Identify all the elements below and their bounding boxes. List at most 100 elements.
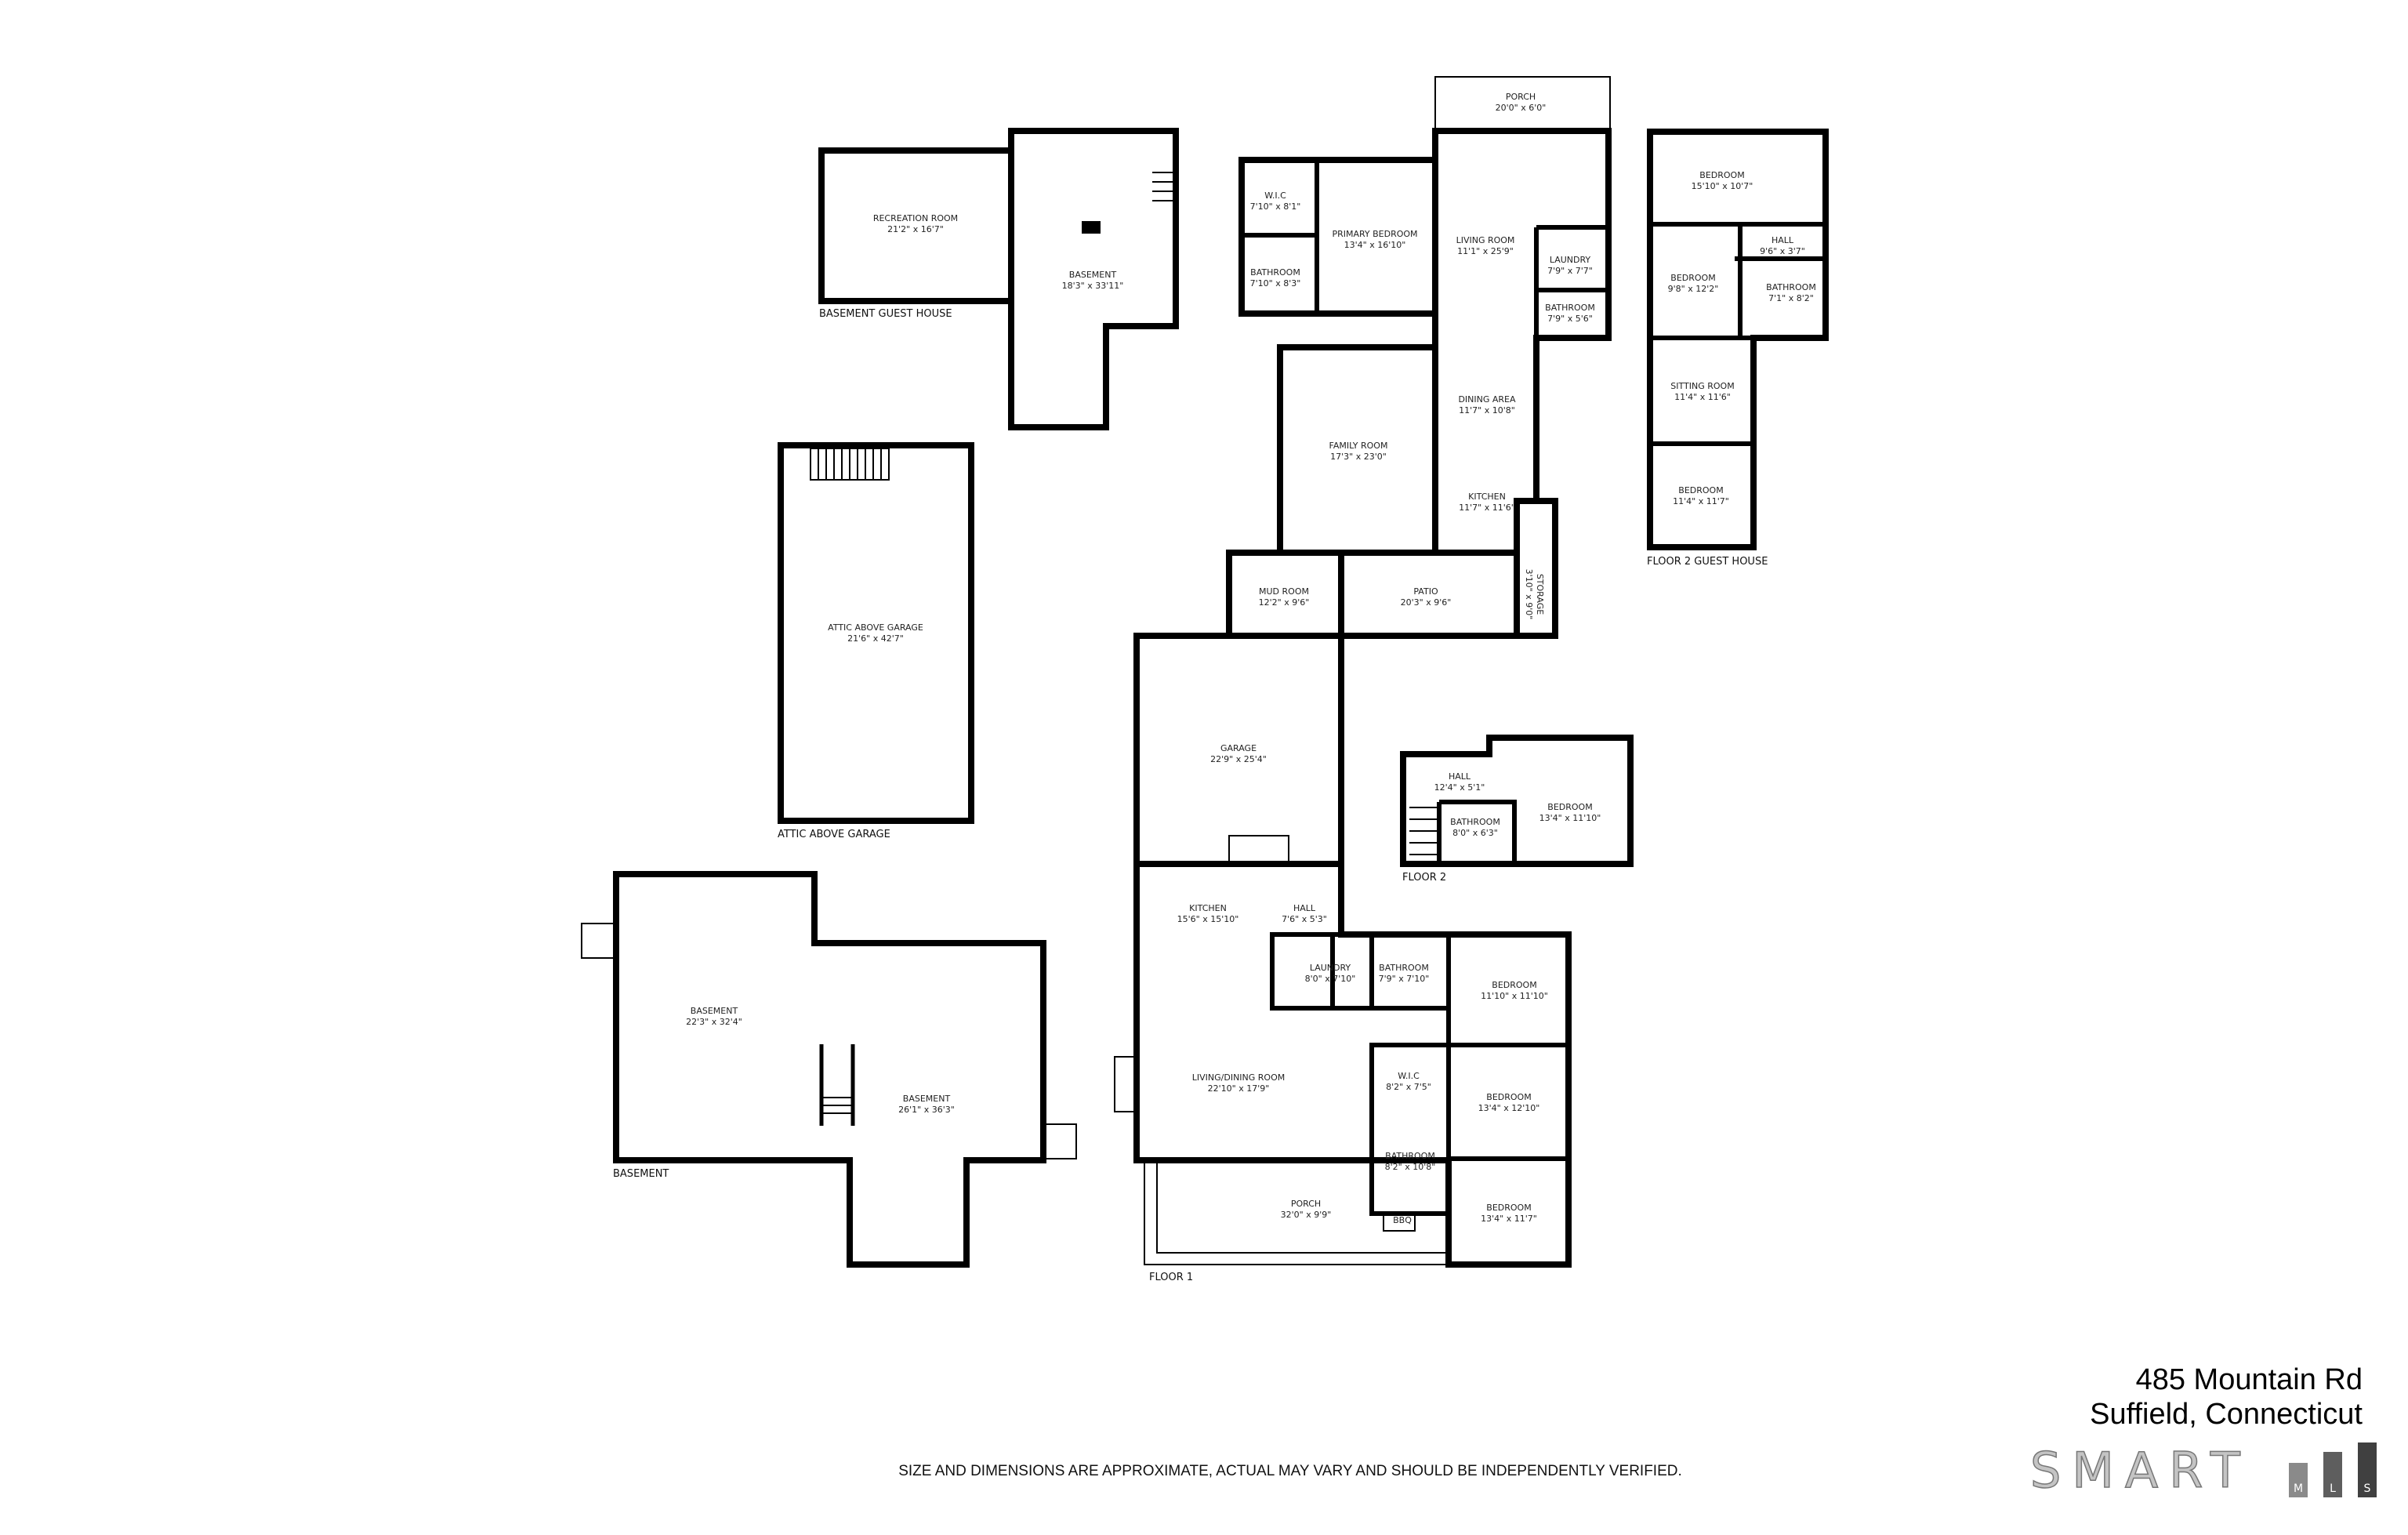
room-name: BASEMENT <box>691 1006 738 1016</box>
room-dimensions: 7'9" x 7'10" <box>1379 974 1430 984</box>
room-name: MUD ROOM <box>1259 586 1309 597</box>
room-name: BEDROOM <box>1678 485 1723 495</box>
room-name: BATHROOM <box>1250 267 1300 278</box>
room-dimensions: 8'0" x 6'3" <box>1452 828 1498 838</box>
room-dimensions: 12'4" x 5'1" <box>1434 782 1485 793</box>
room-dimensions: 22'3" x 32'4" <box>686 1017 742 1027</box>
room-name: HALL <box>1772 235 1794 245</box>
room-name: SITTING ROOM <box>1670 381 1734 391</box>
room-name: LAUNDRY <box>1550 255 1591 265</box>
room-name: BATHROOM <box>1385 1151 1435 1161</box>
room-dimensions: 11'7" x 11'6" <box>1459 503 1515 513</box>
logo-text: SMART <box>2029 1442 2251 1500</box>
room-dimensions: 13'4" x 11'10" <box>1539 813 1601 823</box>
floor-label: FLOOR 1 <box>1149 1272 1193 1283</box>
room-dimensions: 7'10" x 8'1" <box>1250 201 1301 212</box>
floor-label: ATTIC ABOVE GARAGE <box>778 829 890 840</box>
room-dimensions: 9'8" x 12'2" <box>1668 284 1719 294</box>
room-name: BEDROOM <box>1670 273 1715 283</box>
room-dimensions: 8'0" x 7'10" <box>1305 974 1356 984</box>
room-dimensions: 7'1" x 8'2" <box>1768 293 1814 303</box>
floor-1-plan <box>1114 76 1612 1268</box>
bbq-label: BBQ <box>1393 1215 1412 1225</box>
room-name: BATHROOM <box>1545 303 1595 313</box>
address-line-1: 485 Mountain Rd <box>2135 1363 2363 1396</box>
room-dimensions: 12'2" x 9'6" <box>1259 597 1310 608</box>
floor-2-guest-house-plan <box>1647 129 1829 550</box>
address-line-2: Suffield, Connecticut <box>2090 1398 2363 1431</box>
floor-label: FLOOR 2 GUEST HOUSE <box>1647 556 1768 568</box>
room-dimensions: 18'3" x 33'11" <box>1062 281 1124 291</box>
room-name: STORAGE <box>1535 574 1545 615</box>
room-dimensions: 7'9" x 7'7" <box>1547 266 1593 276</box>
room-name: LAUNDRY <box>1310 963 1351 973</box>
room-name: FAMILY ROOM <box>1329 441 1388 451</box>
room-dimensions: 11'7" x 10'8" <box>1459 405 1515 416</box>
room-dimensions: 11'10" x 11'10" <box>1481 991 1548 1001</box>
mls-badge-letter: L <box>2323 1452 2342 1497</box>
room-name: PORCH <box>1291 1199 1321 1209</box>
room-dimensions: 20'0" x 6'0" <box>1496 103 1547 113</box>
room-dimensions: 21'2" x 16'7" <box>887 224 944 234</box>
room-dimensions: 21'6" x 42'7" <box>847 633 904 644</box>
room-dimensions: 15'10" x 10'7" <box>1692 181 1753 191</box>
room-dimensions: 7'10" x 8'3" <box>1250 278 1301 288</box>
disclaimer: SIZE AND DIMENSIONS ARE APPROXIMATE, ACT… <box>898 1463 1682 1479</box>
room-dimensions: 22'9" x 25'4" <box>1210 754 1267 764</box>
room-name: RECREATION ROOM <box>873 213 958 223</box>
room-name: BEDROOM <box>1492 980 1536 990</box>
room-name: LIVING ROOM <box>1456 235 1515 245</box>
room-dimensions: 8'2" x 7'5" <box>1386 1082 1431 1092</box>
room-dimensions: 3'10" x 9'0" <box>1524 569 1534 620</box>
room-name: KITCHEN <box>1468 492 1506 502</box>
room-name: W.I.C <box>1264 191 1286 201</box>
mls-badge-letter: S <box>2358 1442 2377 1497</box>
room-dimensions: 15'6" x 15'10" <box>1177 914 1239 924</box>
room-dimensions: 11'4" x 11'6" <box>1674 392 1731 402</box>
floor-2-plan <box>1400 735 1634 867</box>
room-name: DINING AREA <box>1458 394 1516 405</box>
basement-guest-house-plan <box>818 128 1179 430</box>
basement-plan <box>581 871 1077 1268</box>
room-dimensions: 13'4" x 16'10" <box>1344 240 1406 250</box>
room-name: BEDROOM <box>1486 1203 1531 1213</box>
room-name: KITCHEN <box>1189 903 1227 913</box>
room-name: BATHROOM <box>1379 963 1429 973</box>
room-name: HALL <box>1293 903 1316 913</box>
room-name: BASEMENT <box>1069 270 1117 280</box>
room-name: GARAGE <box>1220 743 1257 753</box>
floor-label: BASEMENT GUEST HOUSE <box>819 308 952 320</box>
room-name: PRIMARY BEDROOM <box>1332 229 1417 239</box>
room-dimensions: 13'4" x 12'10" <box>1478 1103 1540 1113</box>
room-name: BEDROOM <box>1547 802 1592 812</box>
room-dimensions: 17'3" x 23'0" <box>1330 452 1387 462</box>
room-name: BEDROOM <box>1486 1092 1531 1102</box>
room-name: BATHROOM <box>1766 282 1816 292</box>
room-name: W.I.C <box>1398 1071 1420 1081</box>
room-name: BEDROOM <box>1699 170 1744 180</box>
floor-label: FLOOR 2 <box>1402 872 1446 884</box>
room-dimensions: 9'6" x 3'7" <box>1760 246 1805 256</box>
room-dimensions: 11'4" x 11'7" <box>1673 496 1729 506</box>
room-dimensions: 13'4" x 11'7" <box>1481 1214 1537 1224</box>
room-name: LIVING/DINING ROOM <box>1192 1072 1286 1083</box>
room-name: BATHROOM <box>1450 817 1500 827</box>
room-dimensions: 7'9" x 5'6" <box>1547 314 1593 324</box>
room-name: PATIO <box>1413 586 1438 597</box>
mls-badge-letter: M <box>2289 1463 2308 1497</box>
floor-label: BASEMENT <box>613 1168 669 1180</box>
room-dimensions: 20'3" x 9'6" <box>1401 597 1452 608</box>
room-dimensions: 32'0" x 9'9" <box>1281 1210 1332 1220</box>
room-name: ATTIC ABOVE GARAGE <box>828 622 923 633</box>
room-name: BASEMENT <box>903 1094 951 1104</box>
room-dimensions: 7'6" x 5'3" <box>1282 914 1327 924</box>
room-dimensions: 8'2" x 10'8" <box>1385 1162 1436 1172</box>
room-dimensions: 22'10" x 17'9" <box>1208 1083 1270 1094</box>
room-name: PORCH <box>1506 92 1536 102</box>
property-address: 485 Mountain Rd Suffield, Connecticut <box>2090 1363 2363 1432</box>
attic-plan <box>778 442 974 824</box>
room-name: HALL <box>1449 771 1471 782</box>
room-dimensions: 11'1" x 25'9" <box>1457 246 1514 256</box>
